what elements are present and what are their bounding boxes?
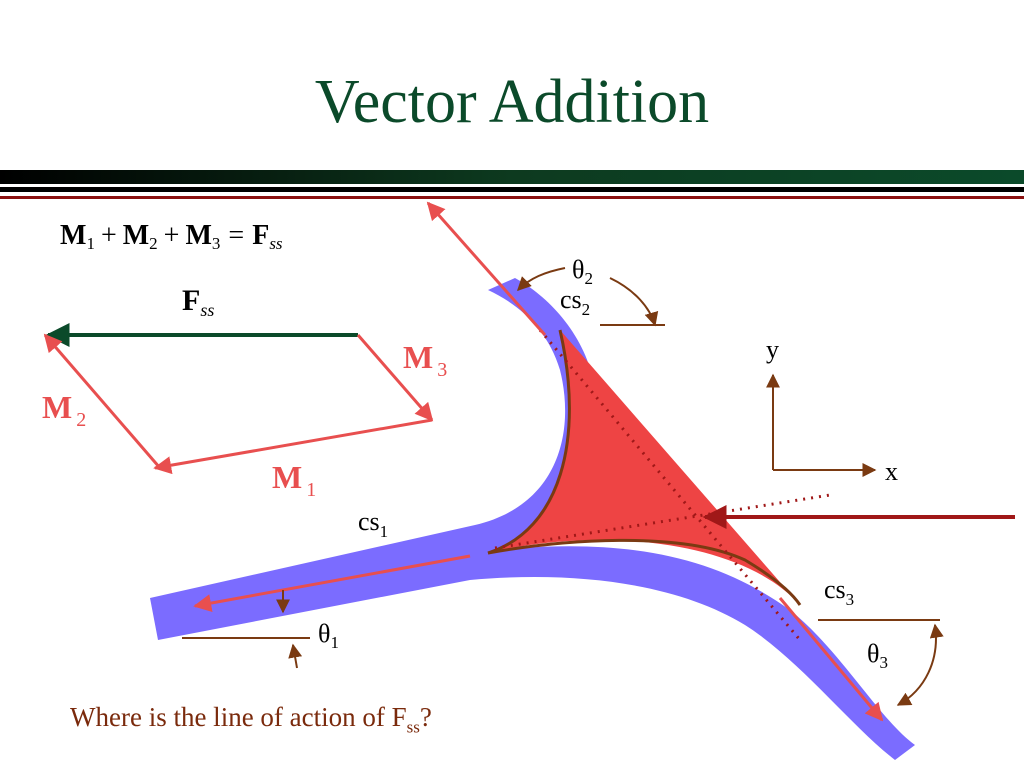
m2-polygon-arrow xyxy=(43,333,162,469)
slide-title: Vector Addition xyxy=(314,68,710,136)
y-axis-label: y xyxy=(766,335,779,364)
pipe-body xyxy=(150,278,915,760)
theta3-label: θ3 xyxy=(867,639,888,672)
coordinate-axes xyxy=(766,373,877,477)
cs3-label: cs3 xyxy=(824,575,854,609)
cs2-label: cs2 xyxy=(560,285,590,319)
m1-vector-arrow xyxy=(193,554,471,612)
question-text: Where is the line of action of Fss? xyxy=(70,702,432,737)
pipe-vectors xyxy=(193,201,884,722)
theta1-label: θ1 xyxy=(318,619,339,652)
cs1-label: cs1 xyxy=(358,507,388,541)
dotted-lines xyxy=(494,329,831,641)
control-volume xyxy=(487,329,802,606)
fss-label: Fss xyxy=(182,284,214,320)
m3-vector-arrow xyxy=(778,597,884,722)
x-axis-label: x xyxy=(885,457,898,486)
theta2-label: θ2 xyxy=(572,255,593,288)
header-rule xyxy=(0,170,1024,199)
vector-polygon xyxy=(43,323,434,475)
equation: M1+M2+M3=Fss xyxy=(60,220,283,253)
m2-vector-arrow xyxy=(426,201,547,336)
angle-markers xyxy=(182,267,944,706)
m1-polygon-arrow xyxy=(153,418,433,475)
m3-polygon-arrow xyxy=(356,334,434,422)
